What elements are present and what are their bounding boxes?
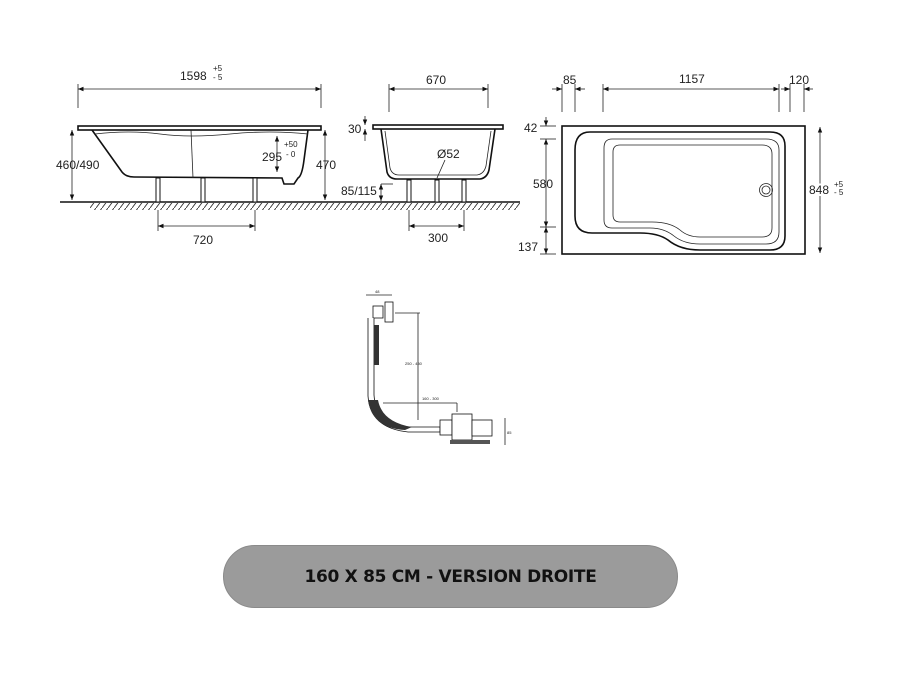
dim-top-offset: 42: [524, 121, 538, 135]
svg-text:+5: +5: [834, 180, 844, 189]
end-tub-body: [380, 128, 496, 180]
dim-leg-height: 85/115: [341, 184, 377, 198]
siphon-height-range: 250 - 450: [405, 361, 423, 366]
svg-text:+5: +5: [213, 64, 223, 73]
dim-leg-spacing: 720: [193, 233, 213, 247]
svg-text:- 0: - 0: [286, 150, 296, 159]
tub-legs: [155, 177, 258, 203]
dim-bottom-offset: 137: [518, 240, 538, 254]
dim-height-rim: 470: [316, 158, 336, 172]
dim-rim: 30: [348, 122, 362, 136]
svg-text:+50: +50: [284, 140, 298, 149]
drain-icon: [759, 183, 773, 197]
banner-label: 160 X 85 CM - VERSION DROITE: [304, 566, 597, 587]
siphon-width: 48: [375, 289, 380, 294]
dim-total-width: 848: [809, 183, 829, 197]
side-view: 1598 +5 - 5 460/490 470 295 +50 - 0 720: [56, 64, 520, 247]
dim-length: 1598: [180, 69, 207, 83]
siphon-view: 48 250 - 450 160 - 300 85: [366, 289, 512, 445]
dim-right-offset: 120: [789, 73, 809, 87]
svg-text:- 5: - 5: [213, 73, 223, 82]
dim-height-total: 460/490: [56, 158, 100, 172]
tub-body: [91, 129, 309, 185]
size-banner: 160 X 85 CM - VERSION DROITE: [223, 545, 678, 608]
floor-hatch: [90, 203, 520, 210]
dim-inner-width: 580: [533, 177, 553, 191]
dim-inner-length: 1157: [679, 72, 705, 86]
dim-left-offset: 85: [563, 73, 577, 87]
dim-depth: 295: [262, 150, 282, 164]
dim-leg-spacing-end: 300: [428, 231, 448, 245]
siphon-length-range: 160 - 300: [422, 396, 440, 401]
plan-view: 85 1157 120 42 580 137 848 +5 - 5: [518, 72, 844, 255]
svg-text:- 5: - 5: [834, 188, 844, 197]
siphon-depth: 85: [507, 430, 512, 435]
end-view: 670 30 Ø52 85/115 300: [341, 73, 504, 245]
tub-rim: [77, 125, 322, 131]
dim-drain: Ø52: [437, 147, 460, 161]
dim-width: 670: [426, 73, 446, 87]
